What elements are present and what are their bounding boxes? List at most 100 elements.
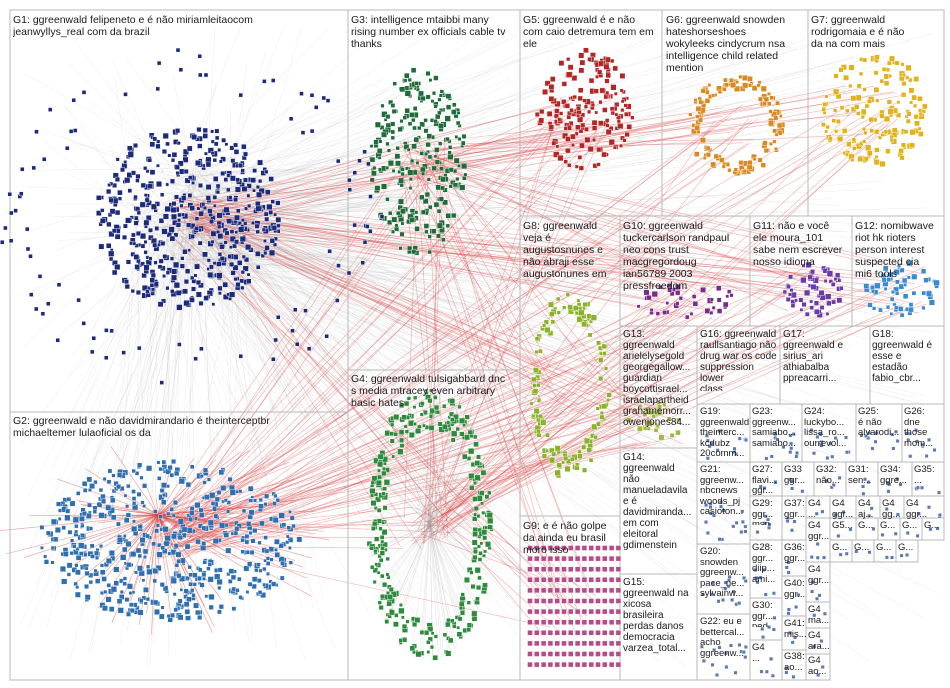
node [448, 145, 453, 150]
node [81, 90, 87, 95]
node [789, 441, 793, 446]
node [154, 528, 160, 534]
node [789, 446, 794, 451]
node [856, 83, 862, 89]
node [208, 593, 215, 600]
node [69, 500, 76, 507]
node [730, 597, 735, 602]
node [482, 535, 488, 541]
node [561, 630, 567, 636]
node [73, 581, 78, 587]
node [472, 554, 478, 561]
node [379, 214, 385, 220]
node [700, 137, 706, 144]
node [372, 567, 379, 574]
node [374, 185, 381, 191]
node [99, 544, 103, 549]
node [208, 604, 214, 610]
node [862, 57, 868, 63]
node [377, 453, 384, 460]
node [729, 78, 734, 83]
node [566, 57, 571, 62]
node [484, 494, 490, 500]
node [145, 169, 150, 174]
node [871, 526, 876, 531]
node [901, 92, 907, 98]
node [399, 86, 406, 93]
node [398, 177, 404, 184]
node [170, 206, 177, 213]
node [128, 602, 134, 608]
node [217, 285, 223, 291]
node [800, 277, 807, 284]
node [790, 640, 795, 645]
node [216, 261, 222, 267]
node [140, 182, 146, 188]
node [211, 302, 216, 307]
node [105, 558, 112, 564]
node [420, 166, 426, 173]
node [183, 279, 189, 285]
node [229, 291, 236, 298]
node [788, 450, 793, 455]
node [895, 279, 900, 285]
node [191, 593, 196, 598]
node [126, 583, 133, 590]
node [574, 608, 581, 615]
node [427, 626, 434, 632]
node [531, 414, 536, 419]
group-label-g34: G34: ggre... [880, 465, 907, 486]
node [833, 108, 838, 113]
node [445, 136, 450, 142]
node [177, 614, 184, 621]
group-label-g17: G17: ggreenwald e sirius_ari athiabalba … [783, 329, 844, 384]
node [264, 169, 269, 174]
node [271, 78, 276, 83]
node [438, 141, 443, 146]
node [709, 310, 714, 315]
node [918, 131, 924, 137]
group-label-g4d: G4 ggr... [808, 565, 830, 586]
node [439, 166, 444, 171]
node [252, 498, 257, 503]
node [222, 294, 229, 300]
node [816, 673, 821, 677]
node [867, 431, 871, 435]
node [527, 598, 533, 604]
node [763, 592, 768, 597]
node [227, 476, 233, 482]
node [820, 665, 825, 669]
node [612, 65, 618, 72]
node [226, 500, 231, 505]
node [890, 432, 895, 437]
node [205, 161, 212, 168]
node [547, 630, 554, 636]
node [918, 111, 924, 117]
node [177, 534, 183, 541]
group-label-g4f: G4 ara... [808, 631, 830, 652]
node [0, 239, 5, 245]
node [235, 208, 241, 214]
node [538, 117, 545, 124]
node [232, 254, 239, 260]
node [407, 245, 413, 251]
node [619, 73, 626, 79]
node [825, 478, 829, 483]
node [169, 256, 175, 261]
node [117, 196, 123, 201]
node [266, 571, 270, 576]
node [695, 114, 700, 119]
node [129, 608, 135, 614]
node [819, 443, 824, 448]
node [125, 259, 132, 265]
node [708, 501, 713, 506]
node [240, 270, 245, 275]
node [271, 581, 277, 587]
node [142, 504, 147, 508]
node [226, 572, 231, 577]
node [761, 567, 766, 572]
node [885, 148, 891, 154]
node [258, 503, 264, 510]
node [393, 414, 400, 420]
node [397, 448, 404, 455]
